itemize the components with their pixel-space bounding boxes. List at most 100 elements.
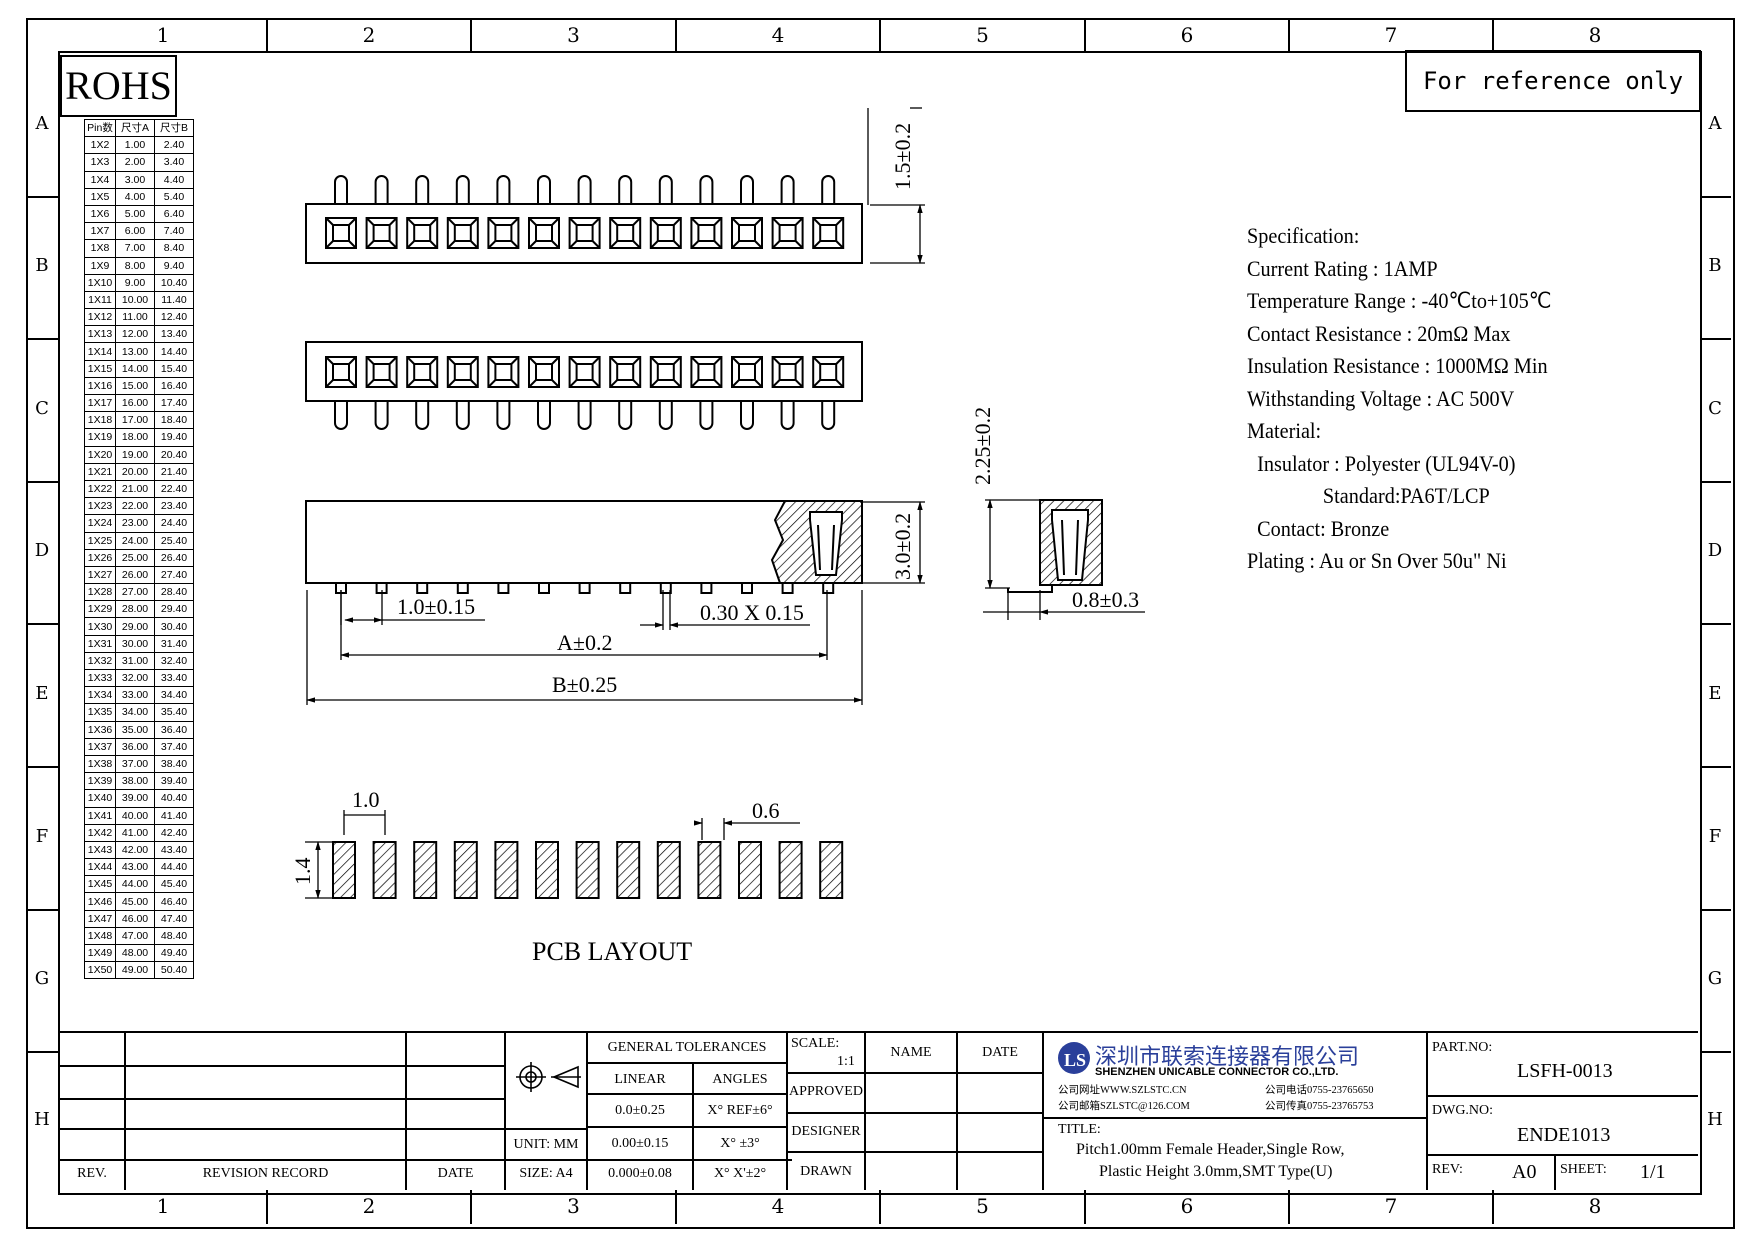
svg-text:LS: LS	[1064, 1050, 1086, 1070]
table-cell: 25.40	[154, 531, 194, 550]
contact-corner	[812, 217, 821, 226]
table-cell: 1X31	[84, 634, 116, 653]
table-cell: 1X24	[84, 514, 116, 533]
dim-b: B±0.25	[552, 672, 617, 697]
table-cell: 20.40	[154, 445, 194, 464]
company-fax: 公司传真0755-23765753	[1265, 1101, 1374, 1112]
contact-corner	[731, 356, 740, 365]
dwg-no-value: ENDE1013	[1517, 1124, 1611, 1146]
zone-row-divider	[1700, 1051, 1731, 1053]
rev-value-label: REV:	[1432, 1162, 1463, 1177]
zone-row-label: A	[35, 112, 49, 134]
contact-spring	[817, 524, 835, 571]
contact-cell	[487, 356, 520, 388]
contact-corner	[609, 356, 618, 365]
contact-corner	[348, 217, 357, 226]
contact-corner	[673, 379, 682, 388]
pcb-pad	[575, 841, 600, 899]
name-column-label: NAME	[890, 1045, 932, 1060]
table-cell: 1X27	[84, 565, 116, 585]
table-cell: 1X7	[84, 222, 116, 241]
zone-row-label: F	[1708, 825, 1722, 847]
spec-line: Material:	[1247, 418, 1322, 443]
pin-lead	[780, 175, 795, 204]
table-cell: 33.00	[115, 686, 155, 705]
table-cell: 47.40	[154, 909, 194, 928]
contact-corner	[754, 379, 763, 388]
contact-cell	[568, 356, 601, 388]
contact-corner	[812, 356, 821, 365]
contact-cell	[568, 217, 601, 249]
zone-row-divider	[27, 338, 58, 340]
zone-column-label: 4	[677, 19, 881, 52]
contact-cell	[528, 217, 560, 249]
side-cavity	[1051, 509, 1089, 581]
table-cell: 43.00	[115, 858, 155, 877]
zone-row-label: H	[1707, 1108, 1723, 1130]
contact-inner	[819, 224, 838, 242]
pin-lead	[740, 401, 754, 430]
tol-linear-1: 0.0±0.25	[615, 1103, 665, 1118]
company-web: 公司网址WWW.SZLSTC.CN	[1058, 1085, 1187, 1096]
contact-corner	[528, 356, 537, 365]
contact-inner	[616, 224, 635, 242]
pin-lead	[699, 401, 714, 430]
contact-corner	[650, 240, 659, 249]
contact-inner	[413, 224, 432, 242]
zone-column-label: 3	[472, 1190, 677, 1224]
contact-cell	[325, 356, 357, 388]
contact-corner	[487, 217, 497, 226]
contact-inner	[778, 363, 797, 381]
sheet-value: 1/1	[1640, 1161, 1666, 1183]
contact-cell	[812, 356, 845, 388]
angles-label: ANGLES	[712, 1072, 768, 1087]
table-cell: 15.00	[115, 376, 155, 396]
table-cell: 40.40	[154, 789, 194, 808]
contact-corner	[713, 356, 723, 365]
table-cell: 1X47	[84, 909, 116, 928]
smt-pin	[416, 582, 429, 594]
contact-corner	[609, 217, 618, 226]
smt-pin	[822, 582, 835, 594]
pin-lead	[618, 401, 633, 430]
pcb-pad	[453, 841, 478, 899]
pin-lead	[699, 175, 714, 204]
contact-corner	[388, 217, 398, 226]
contact-corner	[835, 240, 844, 249]
contact-inner	[372, 224, 391, 242]
contact-corner	[429, 240, 438, 249]
table-cell: 17.00	[115, 411, 155, 430]
contact-inner	[453, 363, 472, 381]
contact-corner	[673, 356, 682, 365]
spec-line: Specification:	[1247, 223, 1360, 248]
pcb-pad	[697, 841, 722, 899]
smt-pin	[741, 582, 753, 594]
table-cell: 23.00	[115, 514, 155, 533]
contact-cell	[731, 217, 763, 249]
zone-row-divider	[1700, 623, 1731, 625]
contact-corner	[591, 356, 601, 365]
table-cell: 12.00	[115, 325, 155, 344]
zone-row-label: C	[35, 397, 49, 419]
spec-line: Contact: Bronze	[1247, 515, 1390, 541]
contact-inner	[575, 363, 594, 381]
table-cell: 37.40	[154, 737, 194, 756]
zone-column-label: 4	[677, 1190, 881, 1224]
contact-corner	[528, 240, 537, 249]
table-cell: 46.40	[154, 892, 194, 911]
tol-angles-3: X° X'±2°	[713, 1166, 767, 1181]
table-cell: 44.40	[154, 858, 194, 877]
table-cell: 1X26	[84, 548, 116, 567]
zone-row-label: H	[34, 1108, 50, 1130]
pin-lead	[658, 401, 673, 430]
